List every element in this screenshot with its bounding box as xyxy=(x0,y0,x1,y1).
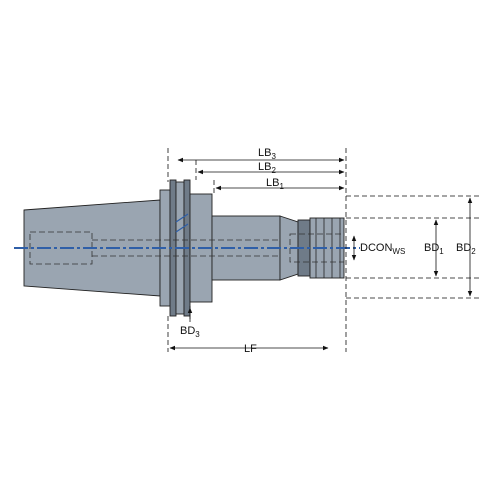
label-lf: LF xyxy=(244,343,257,355)
label-bd2: BD2 xyxy=(456,242,476,256)
label-lb2: LB2 xyxy=(258,161,276,175)
label-lb3: LB3 xyxy=(258,147,276,161)
label-bd1: BD1 xyxy=(424,242,444,256)
label-lb1: LB1 xyxy=(266,177,284,191)
label-dcon: DCONWS xyxy=(360,242,405,256)
label-bd3: BD3 xyxy=(180,325,200,339)
extension-lines xyxy=(167,148,480,352)
dimension-lines xyxy=(169,157,473,351)
cross-hole xyxy=(175,213,189,233)
